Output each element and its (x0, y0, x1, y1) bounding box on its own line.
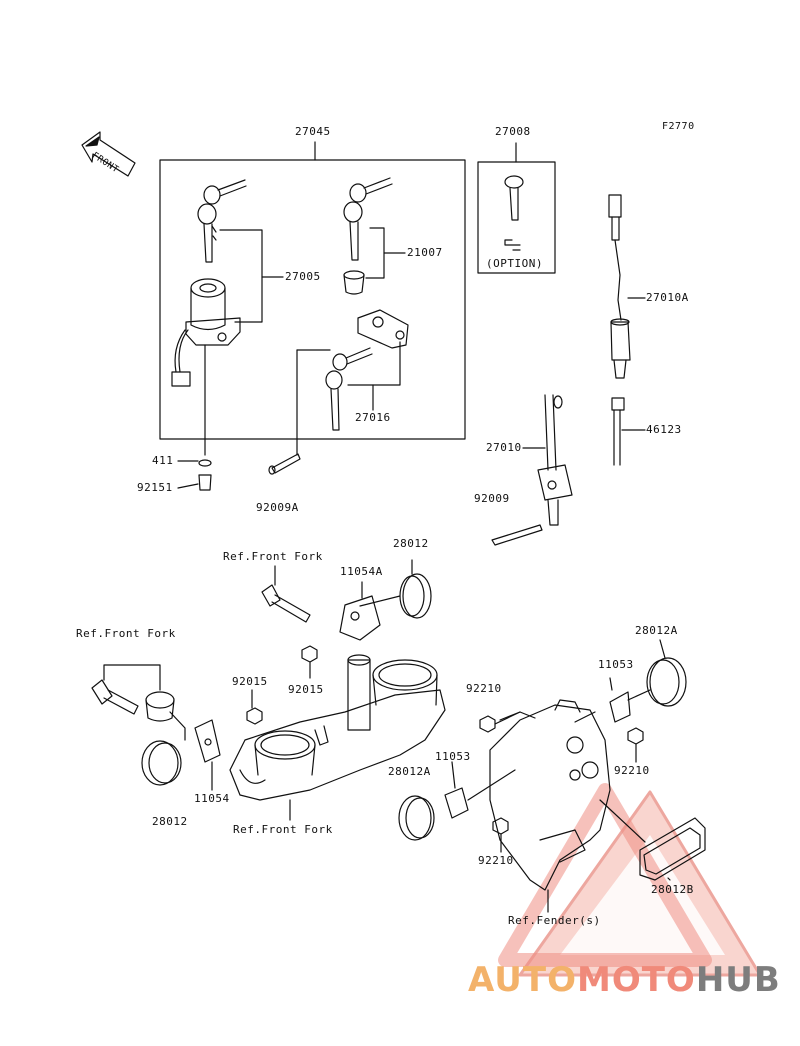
watermark-part-1: AUTO (468, 960, 577, 1000)
part-28012-left: 28012 (152, 815, 188, 828)
reflector-28012b-drawing (599, 799, 706, 881)
part-27010: 27010 (486, 441, 522, 454)
option-label: (OPTION) (486, 257, 543, 270)
bracket-11054-drawing (194, 719, 221, 791)
nut-92015-left-drawing (246, 689, 263, 725)
part-92210-bottom: 92210 (478, 854, 514, 867)
part-28012b: 28012B (651, 883, 694, 896)
ref-front-fork-left: Ref.Front Fork (76, 627, 176, 640)
ignition-switch-drawing (171, 278, 241, 387)
leader-21007 (365, 227, 385, 279)
part-28012-top: 28012 (393, 537, 429, 550)
nut-92210-bottom-drawing (492, 817, 509, 853)
ignition-keys-right-drawing (343, 177, 393, 261)
cap-28012-top-drawing (359, 559, 432, 619)
part-92009a: 92009A (256, 501, 299, 514)
part-92015-mid: 92015 (288, 683, 324, 696)
washer-bolt-92151-drawing (177, 459, 212, 491)
ref-front-fork-top: Ref.Front Fork (223, 550, 323, 563)
nut-92015-mid-drawing (301, 645, 318, 679)
part-28012a-right: 28012A (635, 624, 678, 637)
reflector-28012a-right-drawing (574, 639, 687, 723)
part-27016: 27016 (355, 411, 391, 424)
screw-92009a-drawing (268, 453, 301, 475)
nut-92210-right-drawing (627, 727, 644, 763)
part-92151: 92151 (137, 481, 173, 494)
part-92210-top: 92210 (466, 682, 502, 695)
part-92009: 92009 (474, 492, 510, 505)
part-11054: 11054 (194, 792, 230, 805)
seat-lock-cap-drawing (343, 270, 365, 295)
part-28012a-left: 28012A (388, 765, 431, 778)
part-46123: 46123 (646, 423, 682, 436)
watermark-part-3: HUB (695, 960, 781, 1000)
part-27005: 27005 (285, 270, 321, 283)
option-key-drawing (504, 175, 524, 251)
bracket-11054a-drawing (339, 581, 381, 641)
part-11053-mid: 11053 (435, 750, 471, 763)
part-27045: 27045 (295, 125, 331, 138)
front-arrow-icon (81, 131, 136, 177)
part-11054a: 11054A (340, 565, 383, 578)
part-11053-right: 11053 (598, 658, 634, 671)
diagram-code: F2770 (662, 121, 695, 132)
neutral-switch-27010a-drawing (608, 194, 646, 379)
under-bracket-drawing (229, 654, 446, 821)
part-92015-left: 92015 (232, 675, 268, 688)
watermark-logo-text: AUTOMOTOHUB (468, 960, 781, 1000)
switch-27010-drawing (491, 394, 573, 546)
part-21007: 21007 (407, 246, 443, 259)
seat-lock-assembly-drawing (325, 309, 409, 431)
ignition-keys-left-drawing (197, 179, 247, 263)
clip-46123-drawing (611, 397, 646, 466)
kit-27045-box (159, 159, 466, 440)
watermark-triangle-logo (498, 783, 762, 977)
part-411: 411 (152, 454, 174, 467)
ref-fender: Ref.Fender(s) (508, 914, 601, 927)
ref-front-fork-bottom: Ref.Front Fork (233, 823, 333, 836)
fork-bolt-top-drawing (261, 565, 311, 623)
leader-27016 (347, 341, 401, 386)
reflector-28012a-left-drawing (398, 761, 516, 841)
watermark-part-2: MOTO (576, 960, 696, 1000)
leader-27005 (219, 229, 263, 323)
part-27008: 27008 (495, 125, 531, 138)
nut-92210-top-drawing (479, 711, 521, 733)
fork-bolt-left-drawing (91, 664, 186, 786)
part-92210-right: 92210 (614, 764, 650, 777)
part-27010a: 27010A (646, 291, 689, 304)
